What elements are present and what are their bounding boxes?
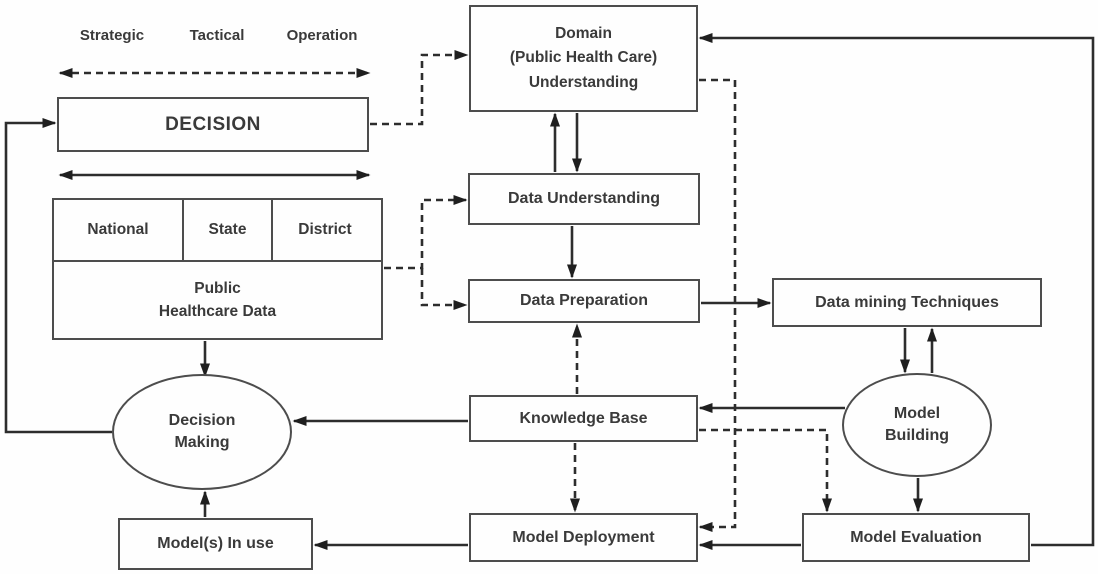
edge-domain-to-model-deployment <box>698 78 737 532</box>
node-data-preparation: Data Preparation <box>468 279 700 323</box>
node-knowledge-base: Knowledge Base <box>469 395 698 442</box>
node-public-healthcare-data: National State District Public Healthcar… <box>52 198 383 340</box>
table-cell-national: National <box>87 220 149 238</box>
node-data-mining-techniques-label: Data mining Techniques <box>815 293 999 311</box>
node-model-building-label: Model Building <box>885 405 949 444</box>
table-header-row: National State District <box>54 200 381 262</box>
node-decision: DECISION <box>57 97 369 152</box>
node-decision-label: DECISION <box>165 113 261 135</box>
edge-model-evaluation-to-domain <box>698 33 1095 547</box>
node-model-deployment: Model Deployment <box>469 513 698 562</box>
edge-healthcare-data-to-data-understanding <box>384 195 468 270</box>
node-data-preparation-label: Data Preparation <box>519 292 649 310</box>
edge-healthcare-data-to-data-preparation <box>420 268 468 310</box>
node-models-in-use-label: Model(s) In use <box>157 535 274 553</box>
node-model-evaluation-label: Model Evaluation <box>850 528 982 546</box>
node-knowledge-base-label: Knowledge Base <box>519 409 648 427</box>
edge-decision-making-to-decision <box>4 118 112 434</box>
node-model-deployment-label: Model Deployment <box>512 528 655 546</box>
node-decision-making-label: Decision Making <box>168 412 236 451</box>
table-cell-district: District <box>271 200 377 260</box>
node-data-understanding-label: Data Understanding <box>507 190 660 208</box>
table-cell-public-healthcare-data: Public Healthcare Data <box>158 279 277 320</box>
node-domain-understanding: Domain (Public Health Care) Understandin… <box>469 5 698 112</box>
node-models-in-use: Model(s) In use <box>118 518 313 570</box>
label-tactical: Tactical <box>189 27 245 44</box>
edge-decision-to-domain <box>370 50 469 126</box>
node-data-mining-techniques: Data mining Techniques <box>772 278 1042 327</box>
node-decision-making: Decision Making <box>112 374 292 490</box>
node-model-evaluation: Model Evaluation <box>802 513 1030 562</box>
node-domain-understanding-label: Domain (Public Health Care) Understandin… <box>509 25 658 91</box>
node-data-understanding: Data Understanding <box>468 173 700 225</box>
table-cell-state: State <box>182 200 271 260</box>
node-model-building: Model Building <box>842 373 992 477</box>
label-operation: Operation <box>286 27 358 44</box>
label-strategic: Strategic <box>79 27 145 44</box>
edge-knowledge-base-to-model-evaluation <box>699 428 832 513</box>
